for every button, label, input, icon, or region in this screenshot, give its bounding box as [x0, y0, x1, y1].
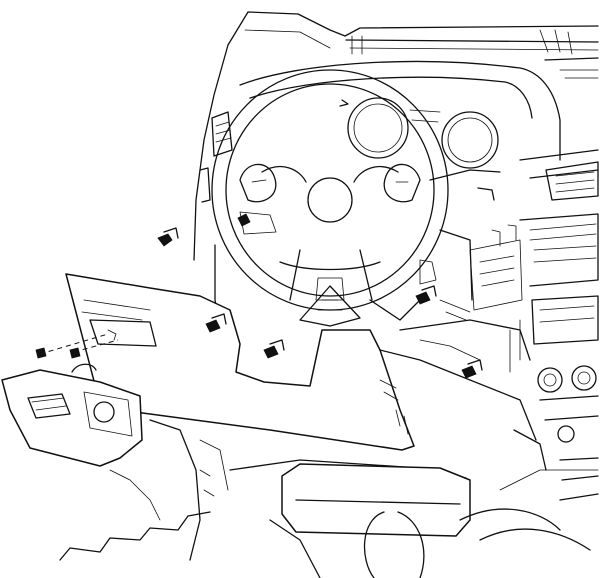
- knee-bolster-panel: [65, 273, 415, 451]
- retainer-clip-3: [263, 339, 285, 359]
- retainer-clip-2: [205, 313, 227, 333]
- bolster-bracket: [1, 363, 143, 467]
- floor-carpet-edge: [59, 469, 215, 561]
- retainer-clip-5: [461, 359, 483, 379]
- dash-top-outline: [193, 11, 599, 261]
- retainer-clip-1: [157, 227, 179, 247]
- floor-console: [149, 419, 599, 578]
- steering-column: [299, 285, 421, 327]
- lower-dash-right: [379, 339, 547, 471]
- center-stack: [469, 149, 599, 481]
- retainer-clip-6: [237, 213, 251, 227]
- retainer-clip-4: [415, 285, 437, 305]
- instrument-cluster: [239, 60, 561, 201]
- screws: [35, 329, 119, 359]
- steering-wheel: [211, 69, 449, 311]
- dash-frame-right: [399, 229, 531, 361]
